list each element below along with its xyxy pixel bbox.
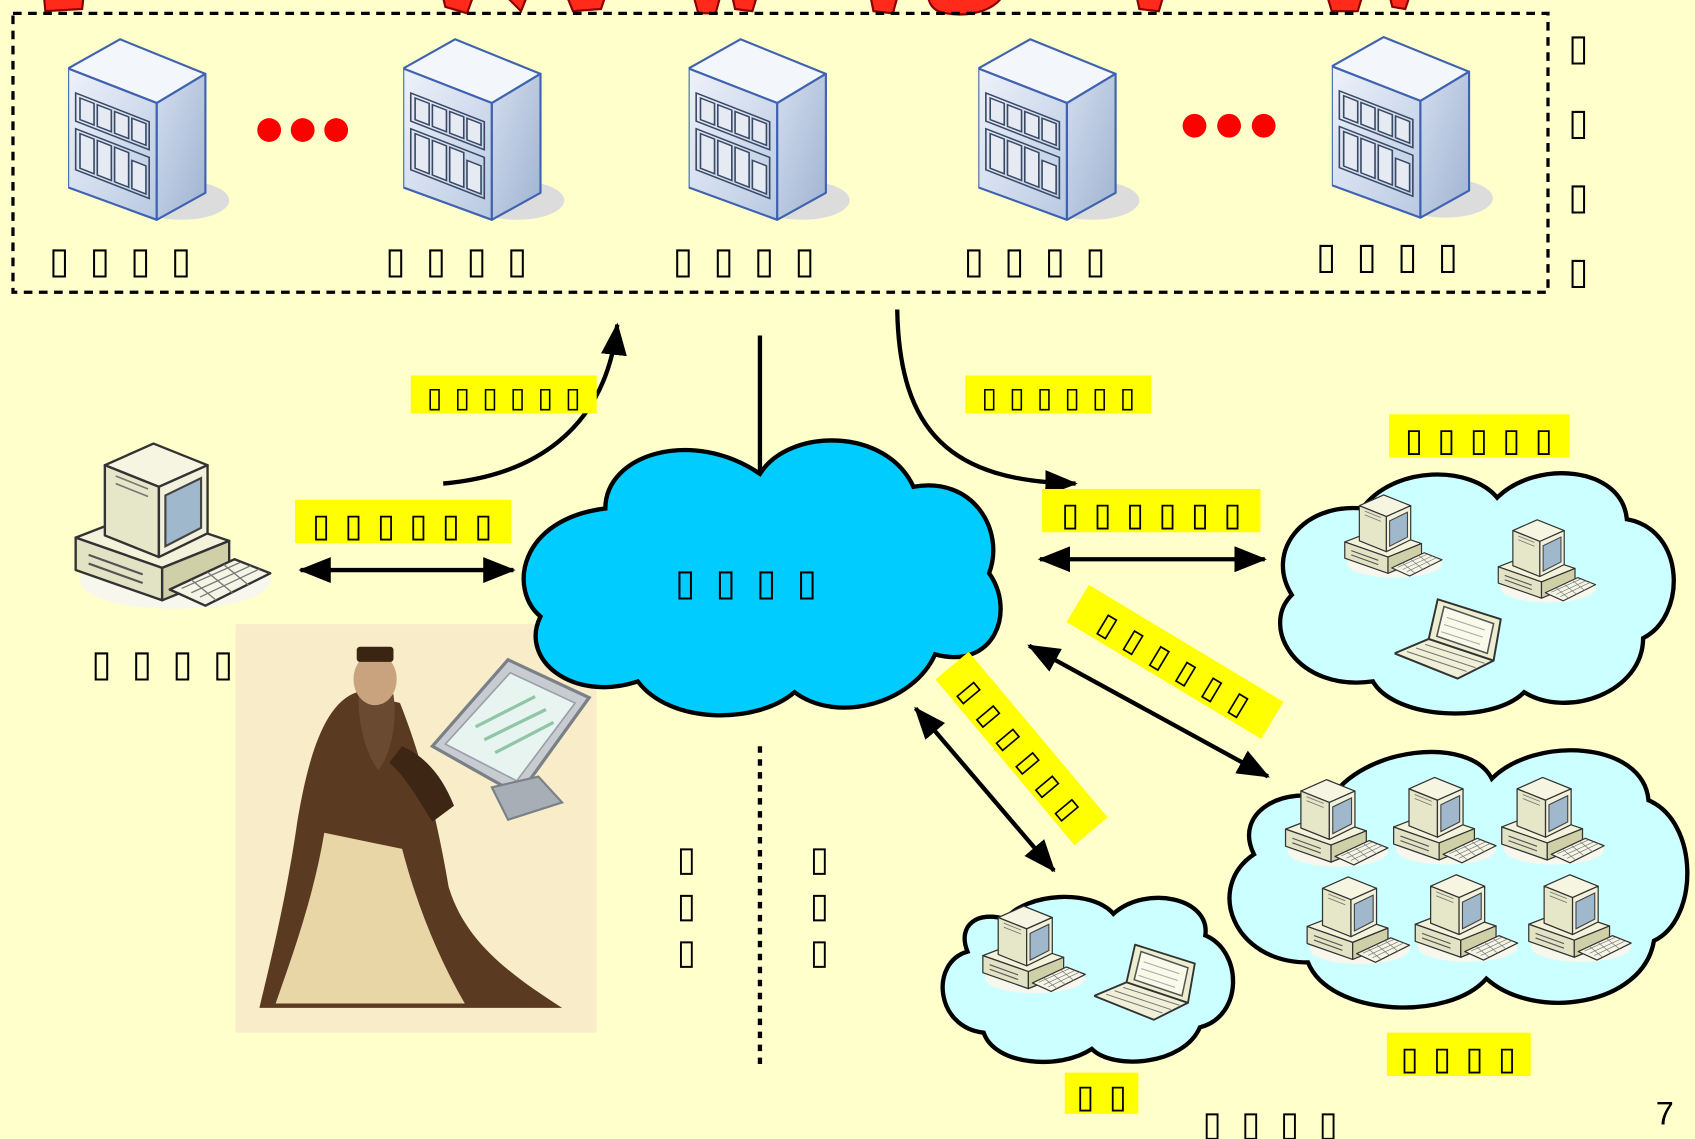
home-label: ▯ ▯ xyxy=(1064,1072,1139,1115)
page-number: 7 xyxy=(1656,1096,1674,1132)
client-label: ▯ ▯ ▯ ▯ xyxy=(91,642,233,685)
face xyxy=(353,653,397,706)
lan-cloud-icon xyxy=(1278,471,1676,716)
lan-link-label: ▯ ▯ ▯ ▯ ▯ ▯ xyxy=(1042,488,1261,534)
label-highlight xyxy=(965,375,1152,414)
server-label: ▯ ▯ ▯ ▯ xyxy=(673,239,815,282)
label-text: ▯ ▯ ▯ ▯ ▯ xyxy=(1405,421,1553,459)
ellipsis-dots xyxy=(1182,113,1276,138)
label-text: ▯ ▯ ▯ ▯ xyxy=(1401,1039,1516,1077)
server-label: ▯ ▯ ▯ ▯ xyxy=(49,239,191,282)
ellipsis-dots xyxy=(257,118,349,142)
download-label: ▯ ▯ ▯ ▯ ▯ ▯ xyxy=(965,375,1152,414)
title-fragment-shape xyxy=(870,0,898,15)
lan-label: ▯ ▯ ▯ ▯ ▯ xyxy=(1389,414,1570,459)
server-group-border xyxy=(11,11,1550,294)
title-fragment-shape xyxy=(442,0,473,15)
scholar-picture xyxy=(235,624,597,1033)
server-building-icon xyxy=(403,38,566,221)
vertical-char: ▯ xyxy=(677,886,696,926)
label-highlight xyxy=(1389,414,1570,458)
internet-label: ▯ ▯ ▯ ▯ xyxy=(675,561,817,604)
server-group-label: ▯ ▯ ▯ ▯ xyxy=(1568,26,1588,293)
dot xyxy=(290,118,315,142)
vertical-char: ▯ xyxy=(677,840,696,880)
label-highlight xyxy=(1064,1072,1139,1114)
dot xyxy=(324,118,349,142)
title-fragment-shape xyxy=(927,0,1001,16)
dot xyxy=(1251,113,1276,138)
label-highlight xyxy=(295,499,512,544)
dot xyxy=(1182,113,1207,138)
title-fragment-shape xyxy=(508,0,527,14)
inner-robe xyxy=(275,832,465,1004)
campus-link-label: ▯ ▯ ▯ ▯ ▯ ▯ xyxy=(1066,584,1284,739)
title-fragment-shape xyxy=(1327,0,1363,13)
download-arrow xyxy=(895,309,1078,496)
vertical-char: ▯ xyxy=(1568,175,1588,218)
server-label: ▯ ▯ ▯ ▯ xyxy=(385,239,527,282)
label-highlight xyxy=(1386,1032,1531,1076)
vertical-char: ▯ xyxy=(1568,100,1588,143)
server-label: ▯ ▯ ▯ ▯ xyxy=(1316,234,1458,277)
hat xyxy=(356,646,394,662)
home-link-label: ▯ ▯ ▯ ▯ ▯ ▯ xyxy=(935,651,1108,846)
label-text: ▯ ▯ ▯ ▯ ▯ ▯ xyxy=(1061,496,1241,534)
label-highlight xyxy=(1042,488,1261,533)
upload-arrow xyxy=(443,322,627,486)
tablet-icon xyxy=(429,657,592,822)
vertical-char: ▯ xyxy=(1568,250,1588,293)
upload-label: ▯ ▯ ▯ ▯ ▯ ▯ xyxy=(410,375,597,414)
client-link-label: ▯ ▯ ▯ ▯ ▯ ▯ xyxy=(295,499,512,545)
server-building-icon xyxy=(688,38,851,221)
title-fragment-shape xyxy=(1389,0,1410,11)
campus-label: ▯ ▯ ▯ ▯ xyxy=(1386,1032,1531,1077)
divider-right-label: ▯ ▯ ▯ xyxy=(810,840,829,973)
server-building-icon xyxy=(978,38,1141,221)
label-text: ▯ ▯ ▯ ▯ ▯ ▯ xyxy=(312,507,492,545)
vertical-char: ▯ xyxy=(677,933,696,973)
beard xyxy=(358,692,395,771)
title-fragment-shape xyxy=(731,0,757,13)
title-fragment-shape xyxy=(693,0,721,15)
server-building-icon xyxy=(1331,36,1494,219)
divider-left-label: ▯ ▯ ▯ xyxy=(677,840,696,973)
dot xyxy=(257,118,282,142)
label-text: ▯ ▯ xyxy=(1076,1077,1126,1115)
internet-cloud-icon xyxy=(521,438,1003,718)
title-fragment xyxy=(43,0,1410,16)
title-fragment-shape xyxy=(1136,0,1164,13)
vertical-char: ▯ xyxy=(810,933,829,973)
vertical-char: ▯ xyxy=(810,886,829,926)
vertical-char: ▯ xyxy=(1568,26,1588,69)
server-building-icon xyxy=(68,38,231,221)
campus-link-arrow xyxy=(1027,643,1270,779)
home-link-arrow xyxy=(913,706,1056,873)
title-fragment-shape xyxy=(43,0,85,13)
server-label: ▯ ▯ ▯ ▯ xyxy=(964,239,1106,282)
vertical-char: ▯ xyxy=(810,840,829,880)
label-text: ▯ ▯ ▯ ▯ ▯ ▯ xyxy=(981,381,1135,414)
label-text: ▯ ▯ ▯ ▯ ▯ ▯ xyxy=(1092,606,1255,723)
label-highlight xyxy=(410,375,597,414)
label-text: ▯ ▯ ▯ ▯ ▯ ▯ xyxy=(427,381,581,414)
dot xyxy=(1217,113,1241,138)
bottom-caption: ▯ ▯ ▯ ▯ xyxy=(1203,1104,1338,1139)
title-fragment-shape xyxy=(567,0,606,13)
desktop-computer-icon xyxy=(74,442,272,611)
label-text: ▯ ▯ ▯ ▯ ▯ ▯ xyxy=(951,674,1087,826)
sleeve xyxy=(389,746,455,822)
